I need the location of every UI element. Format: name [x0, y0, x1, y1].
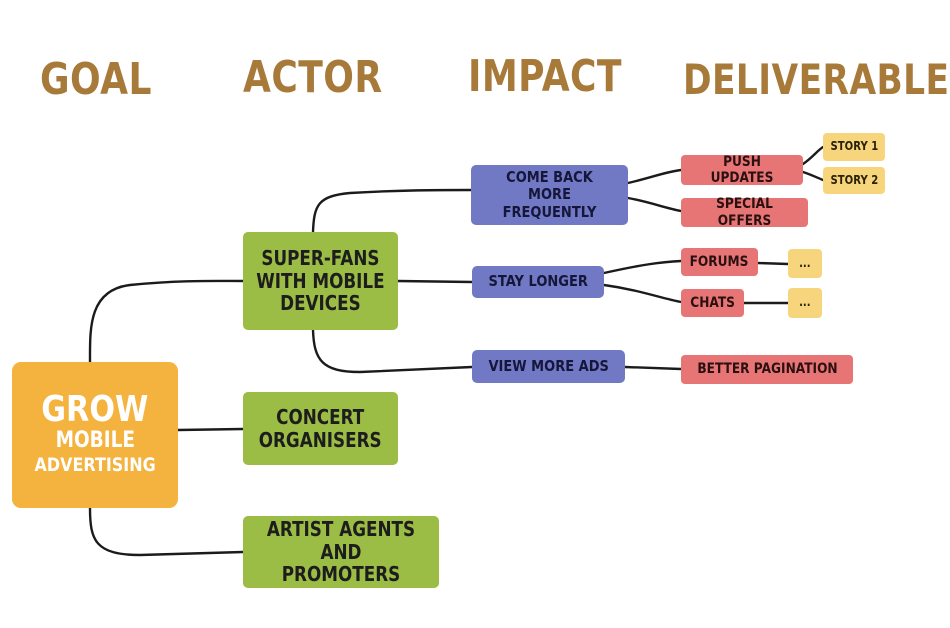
deliverable-node: BETTER PAGINATION — [681, 355, 853, 384]
deliverable-label: FORUMS — [690, 253, 749, 270]
link-viewads-pagination — [623, 365, 683, 371]
link-stay-forums — [602, 259, 683, 275]
impact-node: COME BACK MORE FREQUENTLY — [471, 165, 628, 225]
goal-line-1: GROW — [41, 389, 149, 431]
deliverable-node: SPECIAL OFFERS — [681, 196, 808, 229]
deliverable-node: FORUMS — [681, 248, 758, 276]
deliverable-label: SPECIAL OFFERS — [716, 196, 773, 229]
story-label: ... — [799, 255, 811, 270]
link-push-story1 — [801, 145, 825, 166]
story-node: ... — [788, 249, 822, 278]
header-goal: GOAL — [40, 54, 152, 105]
deliverable-node: PUSH UPDATES — [681, 153, 803, 186]
link-forums-ellipsis — [756, 261, 790, 266]
story-node: STORY 2 — [823, 167, 885, 194]
story-node: STORY 1 — [823, 133, 885, 161]
story-label: STORY 1 — [830, 139, 878, 154]
actor-node: ARTIST AGENTS AND PROMOTERS — [243, 516, 439, 588]
link-comeback-push — [626, 168, 683, 185]
link-goal-organisers — [176, 427, 245, 432]
link-superfans-viewads — [311, 328, 474, 374]
deliverable-node: CHATS — [681, 289, 744, 317]
story-label: STORY 2 — [830, 172, 878, 187]
actor-label: ARTIST AGENTS AND PROMOTERS — [266, 517, 416, 587]
story-node: ... — [788, 288, 822, 318]
link-superfans-staylonger — [396, 279, 474, 284]
deliverable-label: BETTER PAGINATION — [696, 361, 838, 378]
header-actor: ACTOR — [243, 52, 383, 103]
story-label: ... — [799, 295, 811, 310]
link-push-story2 — [801, 170, 825, 182]
impact-label: STAY LONGER — [488, 272, 588, 291]
link-stay-chats — [602, 283, 683, 304]
deliverable-label: PUSH UPDATES — [710, 153, 774, 186]
impact-label: VIEW MORE ADS — [488, 356, 609, 375]
link-goal-superfans — [88, 279, 245, 364]
header-impact: IMPACT — [468, 51, 622, 102]
goal-node: GROW MOBILE ADVERTISING — [12, 362, 178, 508]
link-superfans-comeback — [311, 188, 473, 234]
link-goal-agents — [88, 506, 245, 557]
actor-label: CONCERT ORGANISERS — [259, 405, 382, 452]
goal-line-3: ADVERTISING — [34, 453, 156, 476]
actor-node: CONCERT ORGANISERS — [243, 392, 398, 465]
link-comeback-offers — [626, 196, 683, 213]
actor-node: SUPER-FANS WITH MOBILE DEVICES — [243, 232, 398, 330]
impact-node: VIEW MORE ADS — [472, 350, 625, 383]
actor-label: SUPER-FANS WITH MOBILE DEVICES — [256, 246, 385, 316]
impact-label: COME BACK MORE FREQUENTLY — [502, 167, 597, 221]
deliverable-label: CHATS — [690, 294, 735, 311]
header-deliverable: DELIVERABLE — [683, 55, 950, 104]
goal-line-2: MOBILE — [55, 428, 135, 454]
impact-node: STAY LONGER — [472, 266, 604, 298]
